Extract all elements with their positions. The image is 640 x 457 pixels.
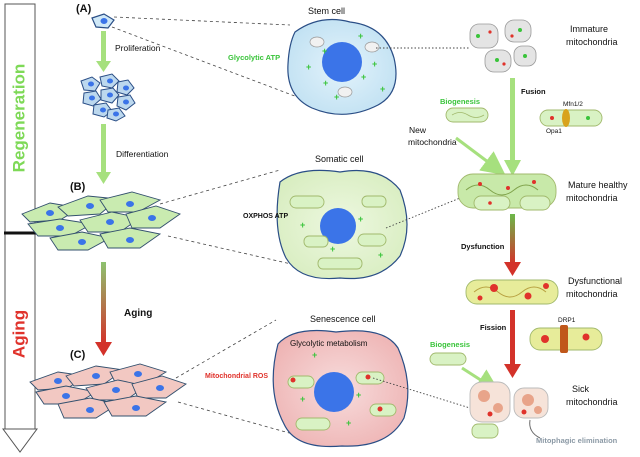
mitochondrial-ros-label: Mitochondrial ROS	[205, 373, 268, 380]
svg-text:+: +	[356, 390, 361, 400]
sick-label-1: Sick	[572, 384, 590, 394]
svg-text:+: +	[358, 31, 363, 41]
svg-text:+: +	[300, 394, 305, 404]
fission-mito-detail	[529, 325, 603, 353]
aging-flow-label: Aging	[124, 308, 152, 319]
new-label-1: New	[409, 125, 427, 135]
fission-arrow	[504, 310, 521, 378]
immature-label-1: Immature	[570, 24, 608, 34]
fission-label: Fission	[480, 323, 507, 332]
new-label-2: mitochondria	[408, 137, 457, 147]
drp-label: DRP1	[558, 317, 576, 324]
aging-side-label: Aging	[9, 310, 28, 358]
stem-cell-title: Stem cell	[308, 6, 345, 16]
svg-text:+: +	[306, 62, 311, 72]
dysfunctional-mitochondria	[465, 279, 559, 305]
somatic-tissue	[21, 191, 181, 251]
mature-label-1: Mature healthy	[568, 180, 628, 190]
single-stem-cell	[91, 13, 115, 29]
dotted-connectors	[372, 47, 471, 409]
somatic-cell-title: Somatic cell	[315, 154, 364, 164]
mitophagic-arrow	[529, 419, 541, 439]
new-mito-arrow	[455, 136, 506, 176]
panel-tag-c: (C)	[70, 349, 86, 361]
senescence-cell-title: Senescence cell	[310, 314, 376, 324]
new-mitochondria	[445, 107, 489, 123]
immature-label-2: mitochondria	[566, 37, 618, 47]
differentiation-arrow	[96, 124, 111, 184]
stem-cell-body: + + + + + + + +	[287, 19, 397, 115]
side-arrow	[2, 3, 38, 453]
mitophagic-label: Mitophagic elimination	[536, 436, 618, 445]
biogenesis-top-label: Biogenesis	[440, 97, 480, 106]
stem-cell-cluster	[80, 73, 136, 122]
svg-text:+: +	[312, 350, 317, 360]
zoom-lines	[111, 16, 301, 437]
sick-label-2: mitochondria	[566, 397, 618, 407]
opa-label: Opa1	[546, 128, 562, 135]
svg-text:+: +	[361, 72, 366, 82]
svg-text:+: +	[378, 250, 383, 260]
sick-mitochondria	[469, 381, 549, 439]
dysfunction-arrow	[504, 214, 521, 276]
mature-mitochondria	[457, 173, 557, 211]
dysfunctional-label-1: Dysfunctional	[568, 276, 622, 286]
svg-text:+: +	[372, 59, 377, 69]
bottom-biogenesis-mito	[429, 352, 467, 366]
proliferation-arrow	[96, 31, 111, 72]
oxphos-atp-label: OXPHOS ATP	[243, 213, 288, 220]
mfn-label: Mfn1/2	[563, 101, 583, 108]
panel-tag-a: (A)	[76, 3, 92, 15]
svg-text:+: +	[330, 244, 335, 254]
biogenesis-bottom-label: Biogenesis	[430, 340, 470, 349]
regeneration-label: Regeneration	[9, 64, 28, 173]
somatic-cell-body: + + + +	[276, 169, 408, 280]
fusion-arrow	[504, 78, 521, 176]
glycolytic-atp-label: Glycolytic ATP	[228, 53, 280, 62]
panel-tag-b: (B)	[70, 181, 86, 193]
svg-text:+: +	[346, 418, 351, 428]
proliferation-label: Proliferation	[115, 43, 161, 53]
svg-text:+: +	[380, 84, 385, 94]
svg-text:+: +	[322, 46, 327, 56]
dysfunction-label: Dysfunction	[461, 242, 505, 251]
mature-label-2: mitochondria	[566, 193, 618, 203]
fusion-mito-detail	[539, 109, 603, 127]
senescence-cell-body: + + + +	[272, 329, 409, 448]
differentiation-label: Differentiation	[116, 149, 169, 159]
senescent-tissue	[29, 363, 187, 419]
fusion-label: Fusion	[521, 87, 546, 96]
aging-arrow	[95, 262, 112, 356]
glycolytic-metabolism-label: Glycolytic metabolism	[290, 339, 368, 348]
svg-text:+: +	[300, 220, 305, 230]
immature-mitochondria	[469, 19, 537, 73]
svg-text:+: +	[334, 92, 339, 102]
dysfunctional-label-2: mitochondria	[566, 289, 618, 299]
svg-text:+: +	[358, 214, 363, 224]
svg-text:+: +	[323, 78, 328, 88]
